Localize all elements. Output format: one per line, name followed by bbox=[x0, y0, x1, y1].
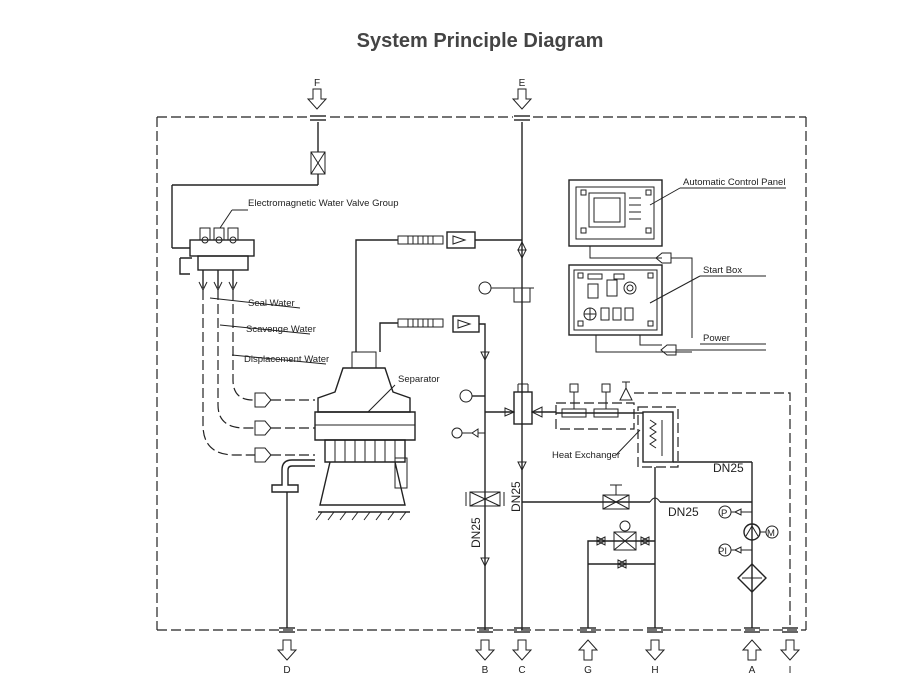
temperature-sensor-icon bbox=[569, 383, 579, 409]
displacement-water-label: Displacement Water bbox=[244, 354, 329, 365]
port-h: H bbox=[644, 627, 666, 676]
outlet-arrow-icon bbox=[511, 639, 533, 661]
port-a: A bbox=[741, 627, 763, 676]
bottom-ports: D B C G H A I bbox=[276, 627, 801, 676]
port-g: G bbox=[577, 627, 599, 676]
water-supply-line bbox=[171, 122, 326, 249]
sensor-assembly bbox=[555, 381, 791, 628]
scavenge-water-label: Scavenge Water bbox=[246, 324, 316, 335]
port-label: E bbox=[519, 78, 526, 89]
dn25-label: DN25 bbox=[713, 461, 744, 475]
safety-valve-icon bbox=[619, 381, 633, 401]
temperature-sensor-icon bbox=[601, 383, 611, 409]
control-panel-label: Automatic Control Panel bbox=[683, 177, 785, 188]
svg-text:I: I bbox=[789, 665, 792, 676]
svg-text:P: P bbox=[721, 508, 727, 519]
port-label: F bbox=[314, 78, 320, 89]
svg-text:C: C bbox=[518, 665, 525, 676]
motor-icon bbox=[765, 525, 779, 539]
separator-label: Separator bbox=[398, 374, 440, 385]
outlet-arrow-icon bbox=[276, 639, 298, 661]
port-c: C bbox=[511, 627, 533, 676]
svg-text:H: H bbox=[651, 665, 658, 676]
port-e: E bbox=[511, 78, 533, 121]
svg-text:G: G bbox=[584, 665, 592, 676]
system-boundary bbox=[156, 116, 807, 631]
page-title: System Principle Diagram bbox=[356, 30, 604, 52]
svg-text:B: B bbox=[482, 665, 489, 676]
central-process-line: DN25 bbox=[478, 122, 556, 630]
inlet-arrow-icon bbox=[577, 639, 599, 661]
valve-icon bbox=[480, 351, 490, 362]
separator: Separator bbox=[271, 351, 440, 628]
svg-text:D: D bbox=[283, 665, 290, 676]
separator-outlet-piping: DN25 bbox=[355, 231, 522, 630]
start-box-label: Start Box bbox=[703, 265, 742, 276]
svg-text:A: A bbox=[749, 665, 756, 676]
svg-text:PI: PI bbox=[718, 546, 727, 557]
inlet-arrow-icon bbox=[511, 88, 533, 110]
outlet-arrow-icon bbox=[779, 639, 801, 661]
inlet-arrow-icon bbox=[306, 88, 328, 110]
valve-group-label: Electromagnetic Water Valve Group bbox=[248, 198, 398, 209]
heat-exchanger: Heat Exchanger DN25 DN25 bbox=[552, 406, 753, 628]
dn25-label: DN25 bbox=[509, 481, 523, 512]
port-d: D bbox=[276, 627, 298, 676]
power-label: Power bbox=[703, 333, 730, 344]
automatic-control-panel: Automatic Control Panel bbox=[568, 177, 786, 338]
port-b: B bbox=[474, 627, 496, 676]
outlet-arrow-icon bbox=[644, 639, 666, 661]
inlet-arrow-icon bbox=[741, 639, 763, 661]
port-f: F bbox=[306, 78, 328, 121]
dn25-label: DN25 bbox=[469, 517, 483, 548]
dn25-label: DN25 bbox=[668, 505, 699, 519]
outlet-arrow-icon bbox=[474, 639, 496, 661]
valve-group: Electromagnetic Water Valve Group bbox=[179, 198, 398, 292]
bottom-piping bbox=[522, 484, 752, 628]
seal-water-label: Seal Water bbox=[248, 298, 295, 309]
filter-icon bbox=[737, 563, 767, 593]
supply-pump-assembly: P PI M bbox=[718, 505, 779, 593]
start-box: Start Box Power bbox=[568, 264, 766, 356]
water-lines: Seal Water Scavenge Water Displacement W… bbox=[202, 290, 329, 463]
svg-text:M: M bbox=[767, 528, 775, 539]
port-i: I bbox=[779, 627, 801, 676]
pump-icon bbox=[459, 389, 473, 403]
heat-exchanger-label: Heat Exchanger bbox=[552, 450, 620, 461]
